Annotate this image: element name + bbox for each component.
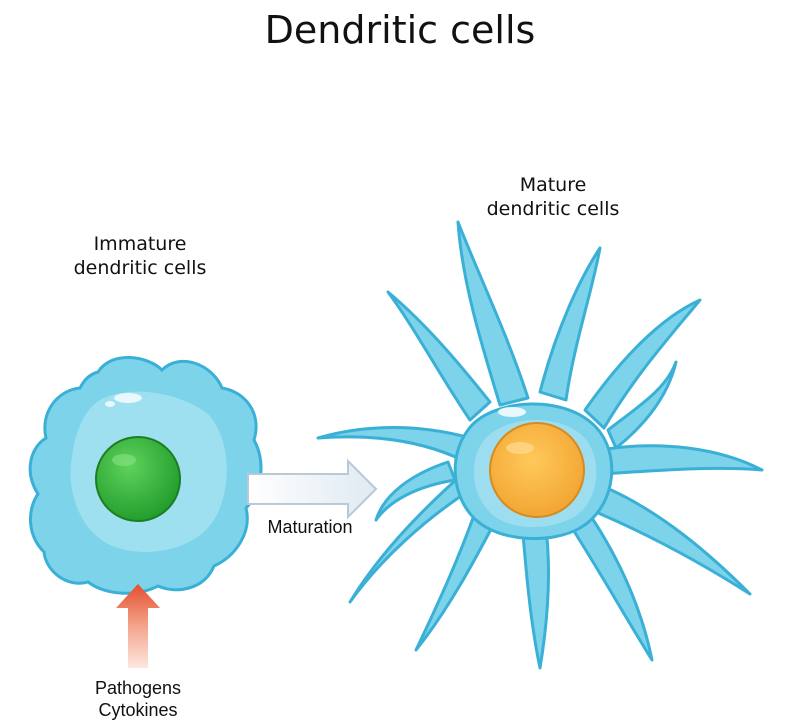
stimulus-arrow [116,584,160,668]
dendrite [583,298,702,430]
immature-label-line-2: dendritic cells [73,257,207,279]
mature-nucleus-shine [506,442,534,454]
mature-cell-highlight [498,407,526,417]
mature-label-line-2: dendritic cells [486,198,620,220]
maturation-label: Maturation [267,517,353,537]
dendrite [598,444,764,476]
dendrite [414,502,502,652]
dendrite [594,483,752,596]
immature-nucleus-shine [112,454,136,466]
dendrite [348,476,472,604]
dendrite [316,426,472,462]
stimulus-label-line-2: Cytokines [98,700,178,720]
maturation-arrow [247,458,378,520]
mature-dendritic-cell [316,220,764,670]
immature-dendritic-cell [28,356,263,595]
mature-label-line-1: Mature [519,174,587,196]
dendrite [606,360,678,450]
dendrite [520,518,551,670]
immature-cell-highlight [114,393,142,403]
mature-label: Mature dendritic cells [453,173,653,221]
dendrite [386,290,492,422]
dendrite [570,513,654,662]
stimulus-label-line-1: Pathogens [94,678,182,698]
dendrite [456,220,530,407]
diagram-title: Dendritic cells [264,8,536,52]
immature-cell-highlight-2 [105,401,115,407]
immature-nucleus [95,436,181,522]
dendrite [538,246,602,402]
stimulus-label: Pathogens Cytokines [63,677,213,721]
immature-label-line-1: Immature [93,233,187,255]
mature-nucleus [489,422,585,518]
dendrite [374,460,457,522]
immature-label: Immature dendritic cells [40,232,240,280]
